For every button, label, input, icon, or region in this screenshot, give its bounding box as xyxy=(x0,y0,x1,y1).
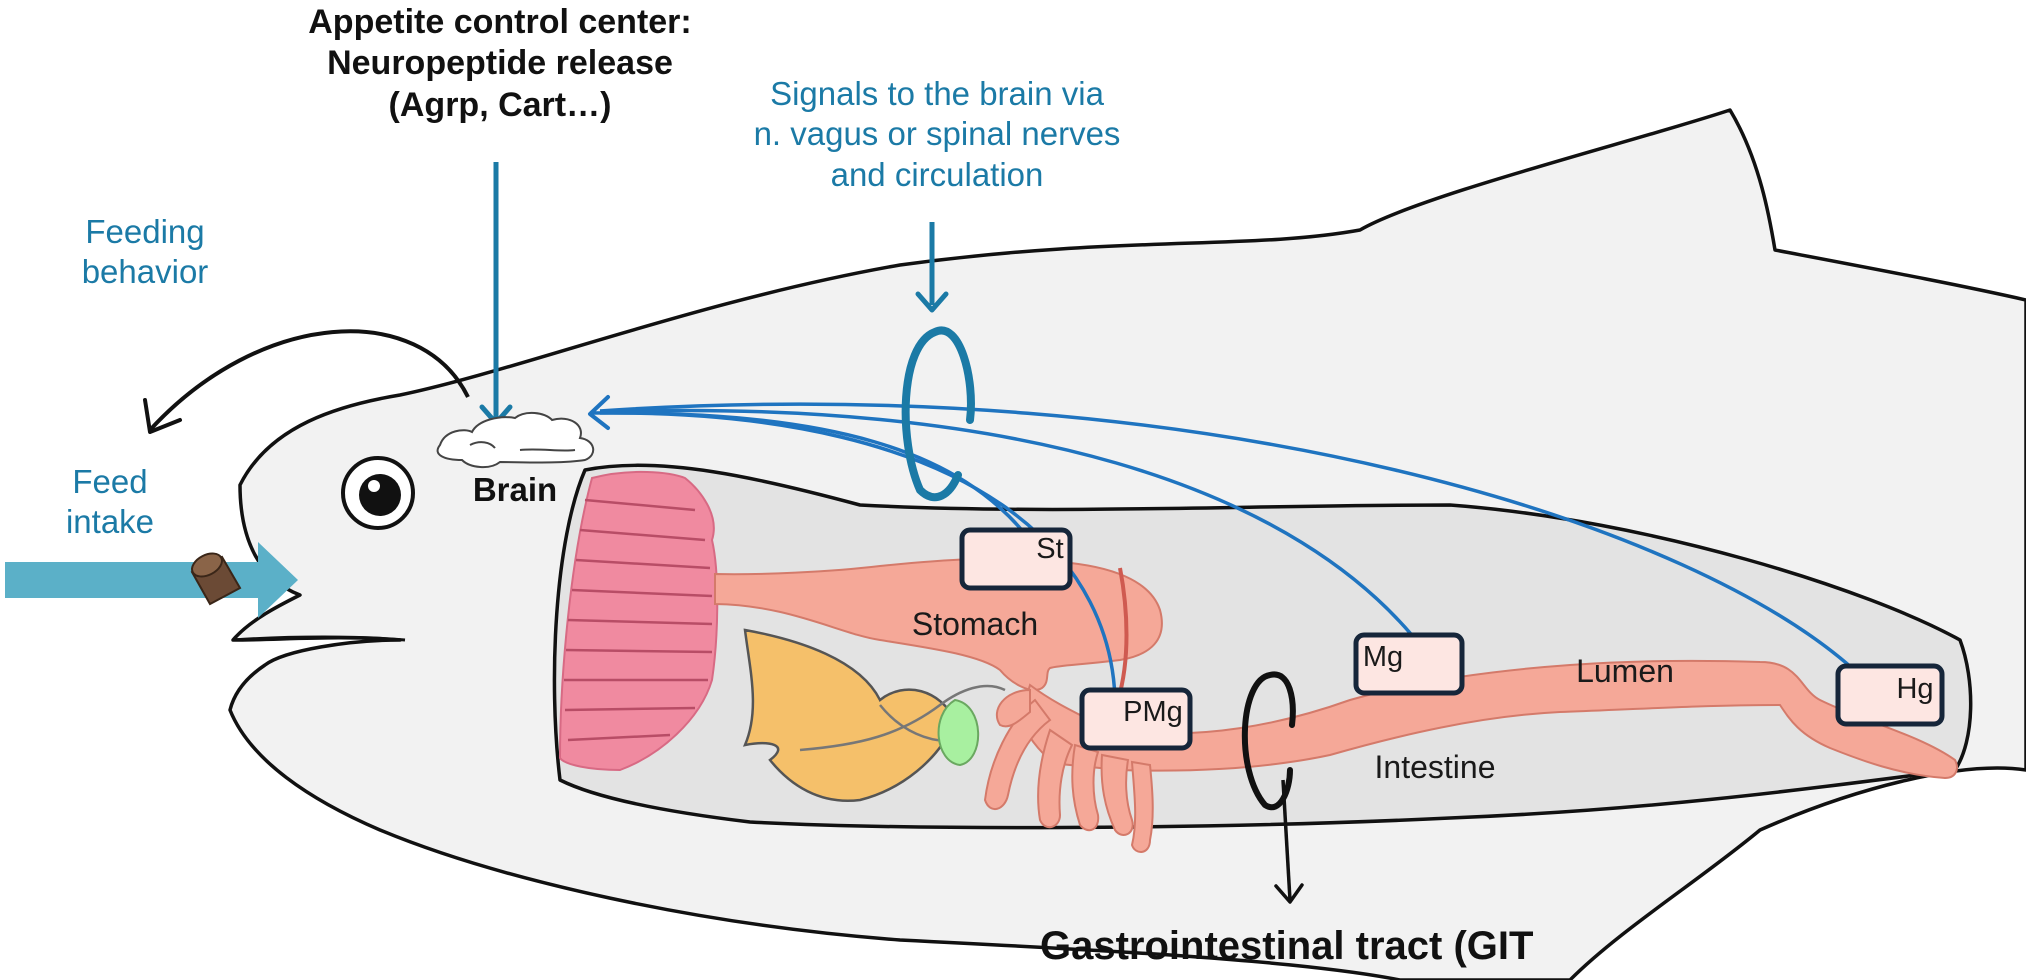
feed-line-2: intake xyxy=(65,503,155,541)
feeding-line-2: behavior xyxy=(81,253,209,291)
box-mg-label: Mg xyxy=(1362,641,1404,673)
lumen-label: Lumen xyxy=(1576,653,1674,689)
feeding-behavior-label: Feeding behavior xyxy=(55,212,235,293)
fish-eye xyxy=(341,456,415,530)
signals-to-brain-label: Signals to the brain via n. vagus or spi… xyxy=(727,74,1147,195)
git-arrowhead xyxy=(1274,883,1304,904)
sensor-boxes xyxy=(959,527,1945,751)
feed-intake-label: Feed intake xyxy=(30,462,190,543)
pyloric-caeca xyxy=(983,688,1154,853)
appetite-line-1: Appetite control center: xyxy=(308,3,692,41)
intestine-ring-icon xyxy=(1241,671,1296,811)
mouth-line xyxy=(232,635,406,642)
nerve-signal-lines xyxy=(589,402,1867,716)
brain-icon xyxy=(436,412,595,468)
signals-line-2: n. vagus or spinal nerves xyxy=(753,115,1121,153)
box-st-label: St xyxy=(1036,533,1064,565)
brain-arrowhead xyxy=(588,395,610,430)
vagus-ring-icon xyxy=(901,326,975,502)
feed-line-1: Feed xyxy=(72,463,148,500)
feeding-behavior-arrowhead xyxy=(143,398,182,434)
git-label: Gastrointestinal tract (GIT xyxy=(1040,924,1534,968)
appetite-line-2: Neuropeptide release xyxy=(327,44,673,83)
appetite-control-title: Appetite control center: Neuropeptide re… xyxy=(250,2,750,126)
liver xyxy=(742,628,957,803)
feed-pellet-icon xyxy=(190,552,242,606)
signals-line-1: Signals to the brain via xyxy=(770,75,1104,112)
gills xyxy=(558,470,719,772)
stomach-shape xyxy=(714,557,1163,691)
feeding-behavior-arrow xyxy=(148,329,470,432)
signals-arrowhead xyxy=(915,291,949,313)
box-pmg-label: PMg xyxy=(1123,696,1183,728)
intestine-shape xyxy=(1018,659,1958,780)
brain-label: Brain xyxy=(472,471,558,508)
git-arrow xyxy=(1281,779,1292,901)
signals-line-3: and circulation xyxy=(830,155,1044,193)
appetite-line-3: (Agrp, Cart…) xyxy=(388,85,612,124)
intestine-label: Intestine xyxy=(1374,749,1496,785)
feeding-line-1: Feeding xyxy=(85,213,205,250)
stomach-label: Stomach xyxy=(911,606,1039,642)
stomach-wall-line xyxy=(1116,567,1129,701)
box-hg-label: Hg xyxy=(1896,673,1934,705)
gallbladder xyxy=(937,698,980,767)
